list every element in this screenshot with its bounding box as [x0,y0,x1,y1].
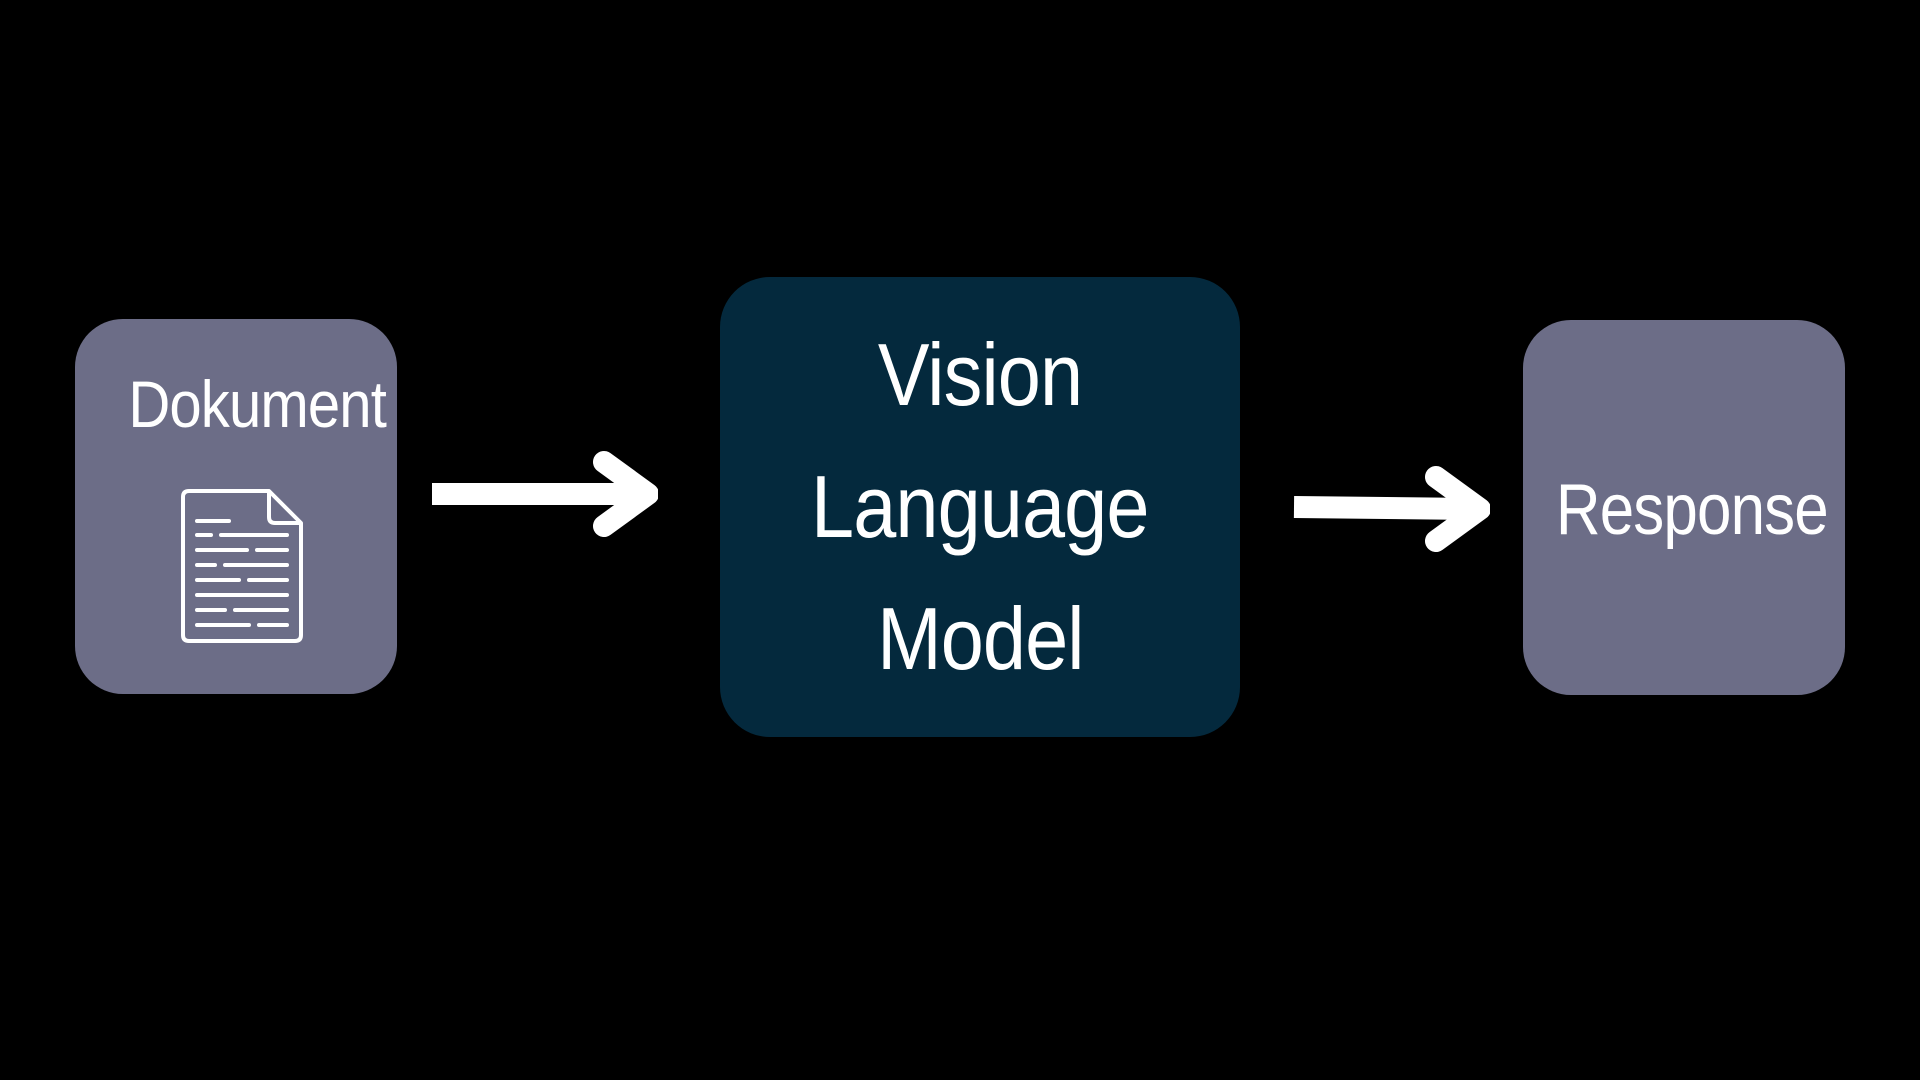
input-node: Dokument [75,319,397,694]
model-node-line-2: Language [811,457,1149,556]
model-node-line-1: Vision [877,325,1083,424]
arrow-right-icon [432,451,658,537]
model-node: Vision Language Model [720,277,1240,737]
output-node: Response [1523,320,1845,695]
document-icon [181,489,303,643]
model-node-line-3: Model [876,589,1084,688]
output-node-label: Response [1555,469,1829,550]
input-node-label: Dokument [128,367,387,441]
arrow-right-icon [1293,466,1490,552]
